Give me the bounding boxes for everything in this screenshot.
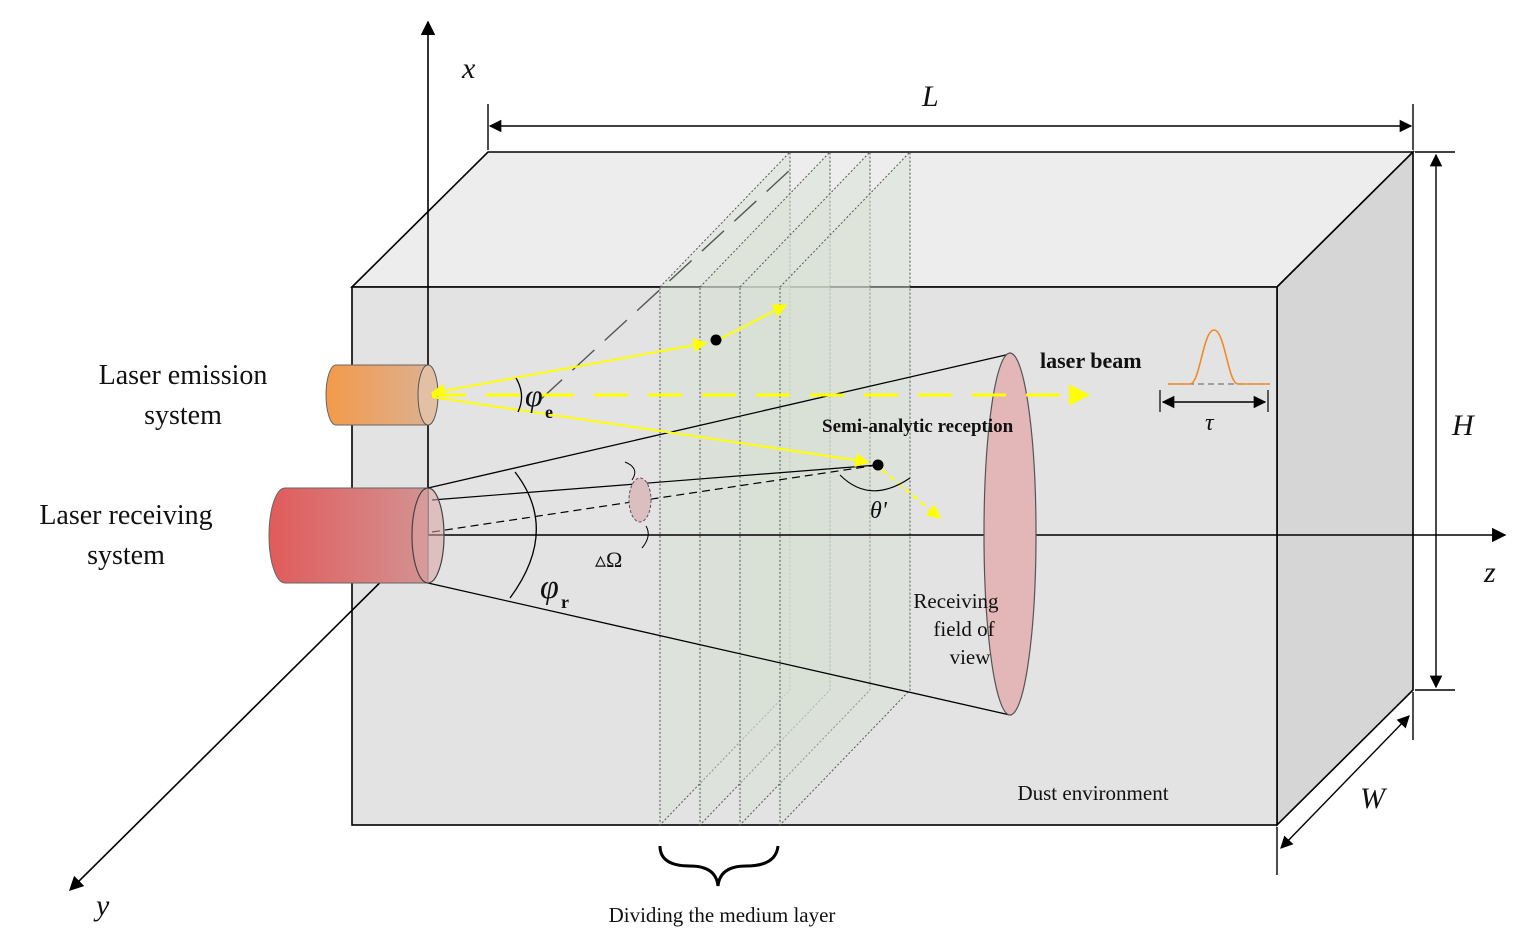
scatter-point-lower (872, 459, 884, 471)
scatter-cone (431, 464, 879, 533)
fov-label-line3: view (950, 645, 992, 669)
pulse-shape (1159, 329, 1270, 412)
semi-analytic-label: Semi-analytic reception (822, 416, 1014, 437)
y-axis (68, 534, 429, 892)
phi-e-arc (515, 377, 523, 413)
delta-omega-label: ▵Ω (595, 547, 622, 572)
laser-receiver (268, 487, 445, 584)
phi-r-symbol: φ (540, 569, 559, 606)
laser-emitter (325, 364, 439, 426)
dim-H-label: H (1451, 409, 1476, 442)
tau-label: τ (1205, 410, 1215, 436)
x-axis-label: x (461, 52, 476, 85)
theta-label: θ' (870, 498, 888, 524)
z-axis-label: z (1483, 556, 1496, 589)
medium-layer-2 (699, 150, 831, 827)
delta-omega-bracket-bottom (641, 525, 649, 549)
emission-label-line2: system (144, 400, 222, 431)
beam-lower (431, 396, 870, 468)
medium-layers (659, 150, 911, 827)
phi-e-subscript: e (545, 402, 553, 422)
dust-environment-label: Dust environment (1017, 781, 1168, 805)
dim-W-label: W (1360, 782, 1388, 815)
receiving-cone (427, 353, 1011, 716)
medium-layer-4 (779, 150, 911, 827)
phi-r-subscript: r (561, 592, 569, 612)
phi-r-arc (509, 471, 537, 599)
medium-layer-brace (658, 845, 780, 887)
beam-lower-scatter (881, 469, 942, 519)
fov-label-line2: field of (933, 617, 994, 641)
beam-upper-scatter (717, 304, 788, 341)
receiving-label-line1: Laser receiving (39, 500, 212, 531)
fov-label-line1: Receiving (913, 589, 999, 613)
medium-layer-3 (739, 150, 871, 827)
delta-omega-bracket-top (624, 461, 636, 481)
delta-omega-ellipse (628, 477, 652, 523)
phi-e-symbol: φ (525, 377, 543, 413)
scatter-point-upper (710, 334, 722, 346)
fov-ellipse (983, 352, 1037, 716)
emission-label-line1: Laser emission (99, 360, 268, 391)
y-axis-label: y (93, 889, 110, 922)
theta-arc (839, 474, 911, 492)
beam-upper (430, 338, 708, 398)
dividing-layer-label: Dividing the medium layer (609, 903, 836, 927)
dim-W-arrow (1280, 715, 1410, 849)
dim-L-label: L (921, 80, 939, 113)
laser-beam-label: laser beam (1040, 348, 1142, 373)
receiving-label-line2: system (87, 540, 165, 571)
